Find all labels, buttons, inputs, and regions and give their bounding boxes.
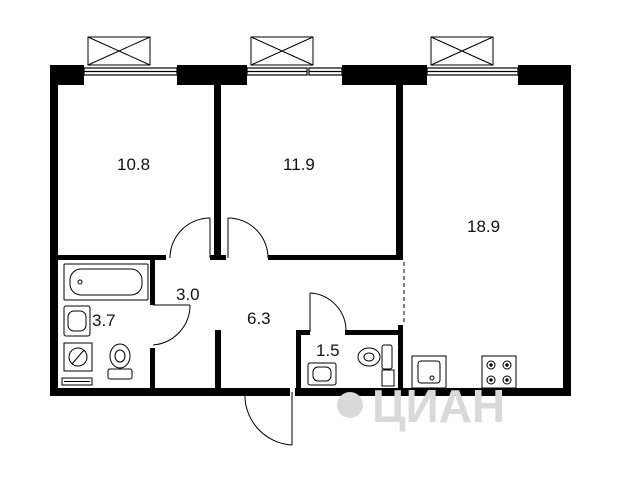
toilet-sink [307, 362, 337, 386]
bathtub-drain [77, 279, 83, 285]
room-area-bedroom-left: 10.8 [117, 155, 150, 174]
room-area-bathroom: 3.7 [92, 311, 116, 330]
door-entrance [244, 391, 293, 446]
room-area-living-kitchen: 18.9 [467, 217, 500, 236]
bathroom-sink [63, 305, 91, 337]
room-area-bedroom-middle: 11.9 [283, 155, 315, 174]
window-box-left [87, 36, 151, 66]
toilet-shelf [381, 369, 395, 387]
washing-machine-drum [68, 347, 88, 367]
bathtub-inner [69, 268, 143, 296]
bathroom-toilet [107, 343, 133, 380]
door-toilet [309, 292, 347, 333]
door-bedroom-left [169, 217, 211, 259]
room-area-hall: 6.3 [247, 309, 271, 328]
bathroom-sink-inner [67, 310, 87, 332]
bathtub [63, 263, 149, 301]
bathroom-fixtures [61, 263, 149, 386]
door-bathroom [152, 304, 191, 346]
kitchen-sink [411, 355, 447, 389]
doors [152, 217, 347, 446]
kitchen-fixtures [411, 355, 517, 389]
watermark-text: ЦИАН [372, 380, 505, 432]
interior-walls [58, 85, 403, 388]
exterior-walls [50, 65, 571, 396]
watermark: ЦИАН [337, 380, 505, 432]
washing-machine [63, 342, 93, 372]
window-box-right [430, 36, 494, 66]
toilet-fixtures [307, 344, 395, 387]
watermark-logo-icon [337, 392, 363, 418]
windows [83, 67, 519, 76]
stove [481, 355, 517, 389]
room-labels: 10.8 11.9 18.9 3.0 6.3 3.7 1.5 [92, 155, 500, 360]
door-bedroom-middle [227, 217, 269, 259]
room-area-toilet: 1.5 [316, 341, 340, 360]
toilet-bowl [357, 344, 393, 370]
window-box-middle [250, 36, 314, 66]
room-area-corridor: 3.0 [176, 285, 200, 304]
window-boxes [87, 36, 494, 66]
